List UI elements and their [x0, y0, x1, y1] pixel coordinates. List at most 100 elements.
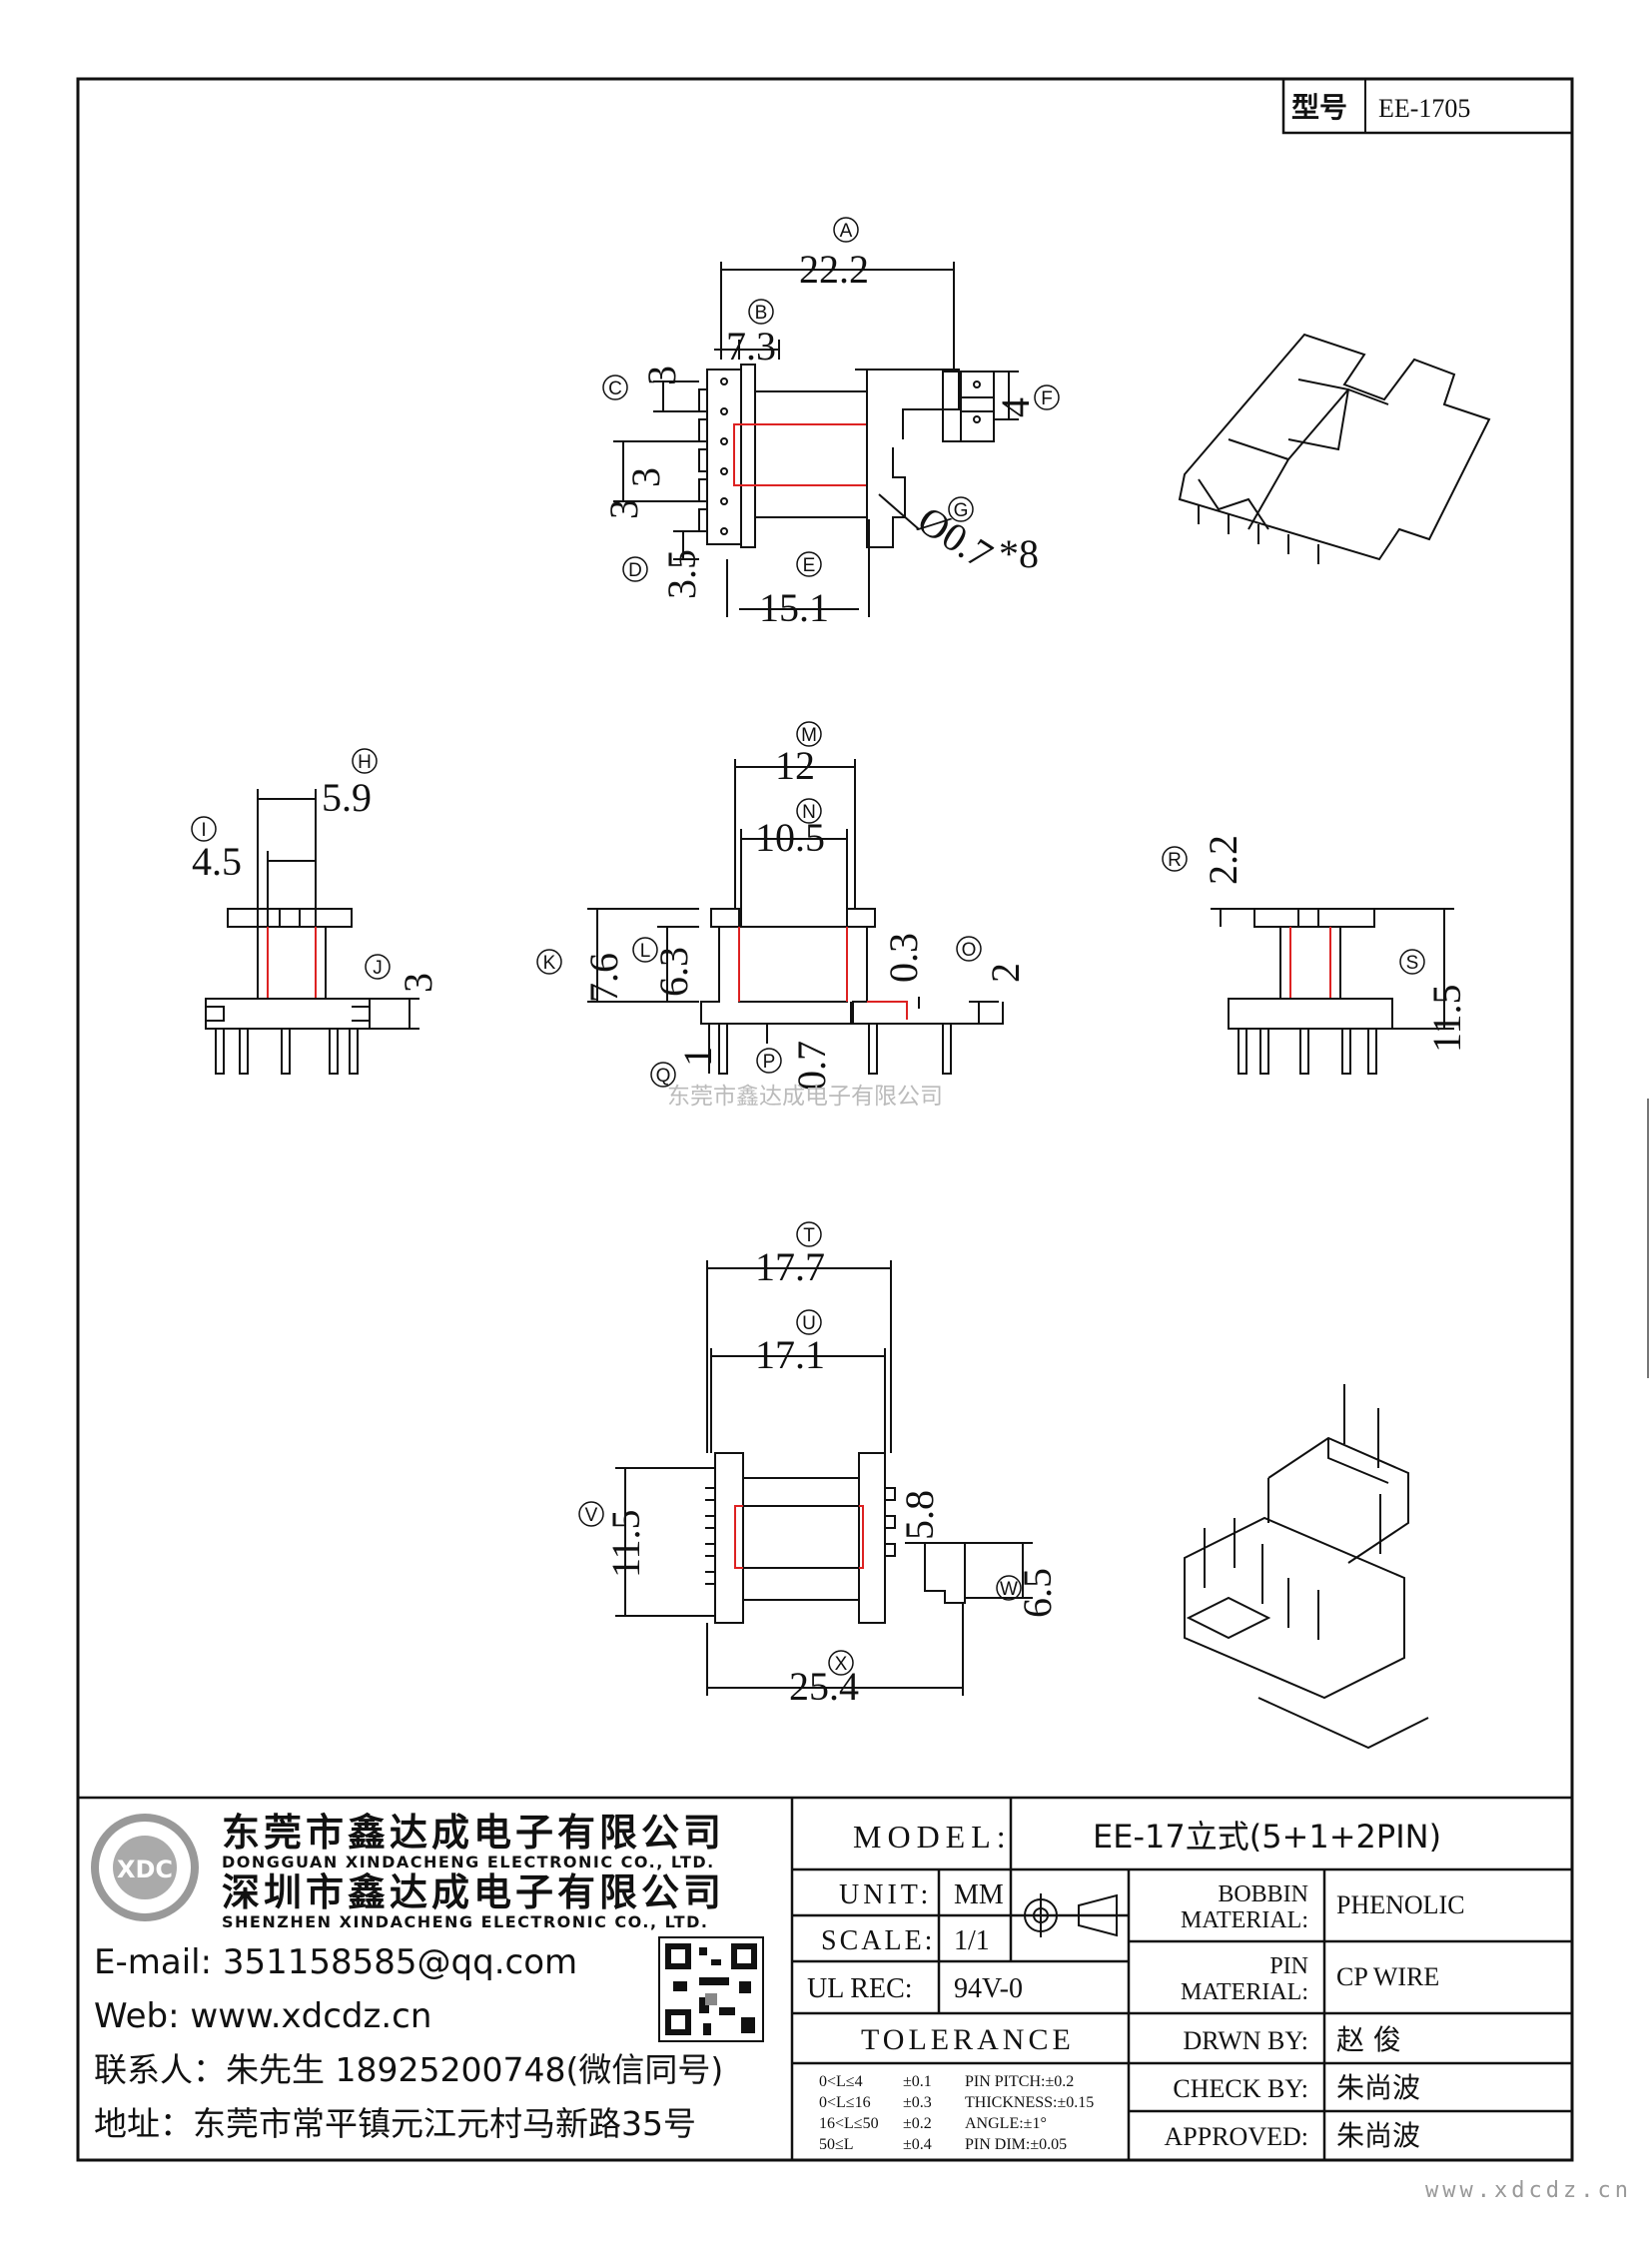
dim-V: 11.5 [603, 1509, 648, 1578]
dim-D-a: 3 [601, 499, 646, 519]
dim-G-note: *8 [999, 531, 1039, 576]
marker-O: O [962, 940, 977, 961]
dim-J: 3 [396, 973, 440, 993]
isometric-view-bottom [1184, 1384, 1429, 1750]
model-value: EE-17立式(5+1+2PIN) [1093, 1818, 1441, 1856]
dim-P: 0.7 [789, 1041, 834, 1091]
check-value: 朱尚波 [1336, 2071, 1420, 2104]
scale-value: 1/1 [954, 1925, 990, 1956]
dim-L: 6.3 [651, 947, 696, 997]
marker-V: V [585, 1505, 598, 1526]
marker-H: H [358, 752, 372, 773]
side-view-left-dims: 5.9 4.5 3 [192, 775, 440, 993]
dim-C-top: 3 [639, 366, 684, 385]
marker-N: N [802, 802, 816, 823]
top-view-dims: 22.2 7.3 3 3 3 3.5 15.1 4 Ø0.7 *8 [601, 247, 1039, 630]
marker-F: F [1041, 388, 1053, 409]
footer-url: www.xdcdz.cn [1425, 2178, 1632, 2203]
dim-M: 12 [775, 743, 815, 788]
approved-value: 朱尚波 [1336, 2119, 1420, 2152]
dim-O-b: 2 [983, 963, 1028, 983]
marker-Q: Q [656, 1066, 671, 1087]
tol-range-4: 50≤L [819, 2136, 854, 2153]
ref-marker-letters: A B C D E F G H I J M N K L O Q P R S T … [201, 221, 1418, 1675]
company-name-shenzhen-en: SHENZHEN XINDACHENG ELECTRONIC CO., LTD. [222, 1912, 708, 1931]
side-view-right-dims: 2.2 11.5 [1201, 835, 1469, 1053]
sheet-frame [76, 77, 1574, 2162]
dim-X: 25.4 [789, 1664, 859, 1709]
isometric-view-top [1178, 333, 1491, 564]
dim-D-b: 3.5 [659, 549, 704, 599]
logo-text: XDC [117, 1856, 173, 1883]
title-block-text: MODEL: EE-17立式(5+1+2PIN) UNIT: MM SCALE:… [807, 1818, 1465, 2153]
bobbin-value: PHENOLIC [1336, 1890, 1465, 1919]
tol-value-3: ±0.2 [903, 2115, 932, 2132]
dim-W-b: 6.5 [1015, 1568, 1060, 1618]
marker-D: D [628, 560, 642, 581]
check-label: CHECK BY: [1173, 2074, 1308, 2103]
ul-value: 94V-0 [954, 1973, 1023, 2004]
dim-C-mid: 3 [623, 467, 668, 487]
dim-K: 7.6 [581, 953, 626, 1003]
unit-value: MM [954, 1879, 1004, 1910]
pin-label-2: MATERIAL: [1181, 1979, 1308, 2005]
type-header: 型号 EE-1705 [1281, 77, 1574, 135]
company-logo: XDC [91, 1814, 199, 1921]
company-contact: 联系人：朱先生 18925200748(微信同号) [94, 2050, 723, 2089]
marker-I: I [201, 820, 206, 841]
tol-range-1: 0<L≤4 [819, 2073, 863, 2090]
pin-label-1: PIN [1269, 1953, 1308, 1979]
tol-value-2: ±0.3 [903, 2094, 932, 2111]
ref-markers [191, 217, 1425, 1676]
dim-T: 17.7 [755, 1244, 825, 1289]
tolerance-label: TOLERANCE [861, 2023, 1075, 2056]
dim-R: 2.2 [1201, 835, 1245, 885]
title-block [78, 1796, 1572, 2160]
front-view-dims: 12 10.5 7.6 6.3 0.3 2 1 0.7 [581, 743, 1028, 1091]
drawn-value: 赵 俊 [1336, 2023, 1401, 2056]
company-name-shenzhen: 深圳市鑫达成电子有限公司 [222, 1870, 725, 1914]
ul-label: UL REC: [807, 1973, 913, 2004]
dim-U: 17.1 [755, 1332, 825, 1377]
unit-label: UNIT: [839, 1879, 932, 1910]
marker-W: W [1000, 1579, 1018, 1600]
tol-spec-2: THICKNESS:±0.15 [965, 2094, 1094, 2111]
marker-L: L [640, 941, 651, 962]
bottom-view-dims: 17.7 17.1 11.5 5.8 6.5 25.4 [603, 1244, 1060, 1709]
dim-H: 5.9 [322, 775, 372, 820]
tol-value-1: ±0.1 [903, 2073, 932, 2090]
marker-X: X [835, 1654, 848, 1675]
marker-E: E [803, 555, 816, 576]
tol-range-3: 16<L≤50 [819, 2115, 879, 2132]
dim-O-a: 0.3 [881, 933, 926, 983]
top-view [613, 262, 1019, 617]
dim-E: 15.1 [759, 585, 829, 630]
marker-U: U [802, 1313, 816, 1334]
dim-W-a: 5.8 [897, 1490, 942, 1540]
type-label: 型号 [1291, 91, 1347, 124]
scale-label: SCALE: [821, 1925, 935, 1956]
marker-P: P [763, 1052, 776, 1073]
projection-symbol [1017, 1893, 1118, 1937]
company-name-dongguan-en: DONGGUAN XINDACHENG ELECTRONIC CO., LTD. [222, 1853, 715, 1871]
bottom-view [615, 1260, 1033, 1696]
marker-G: G [954, 500, 969, 521]
tol-value-4: ±0.4 [903, 2136, 932, 2153]
watermark: 东莞市鑫达成电子有限公司 [667, 1084, 943, 1110]
side-view-right [1211, 908, 1454, 1075]
marker-K: K [543, 953, 556, 974]
drawn-label: DRWN BY: [1184, 2026, 1308, 2055]
tol-spec-3: ANGLE:±1° [965, 2115, 1047, 2132]
side-view-left [205, 789, 419, 1075]
dim-A: 22.2 [799, 247, 869, 292]
marker-C: C [608, 378, 622, 399]
dim-I: 4.5 [192, 839, 242, 884]
front-view [587, 759, 1004, 1075]
approved-label: APPROVED: [1165, 2122, 1308, 2151]
company-email: E-mail: 351158585@qq.com [94, 1942, 577, 1982]
type-value: EE-1705 [1378, 94, 1470, 123]
tol-spec-1: PIN PITCH:±0.2 [965, 2073, 1074, 2090]
dim-S: 11.5 [1424, 984, 1469, 1053]
marker-J: J [373, 958, 383, 979]
bobbin-label-2: MATERIAL: [1181, 1907, 1308, 1933]
